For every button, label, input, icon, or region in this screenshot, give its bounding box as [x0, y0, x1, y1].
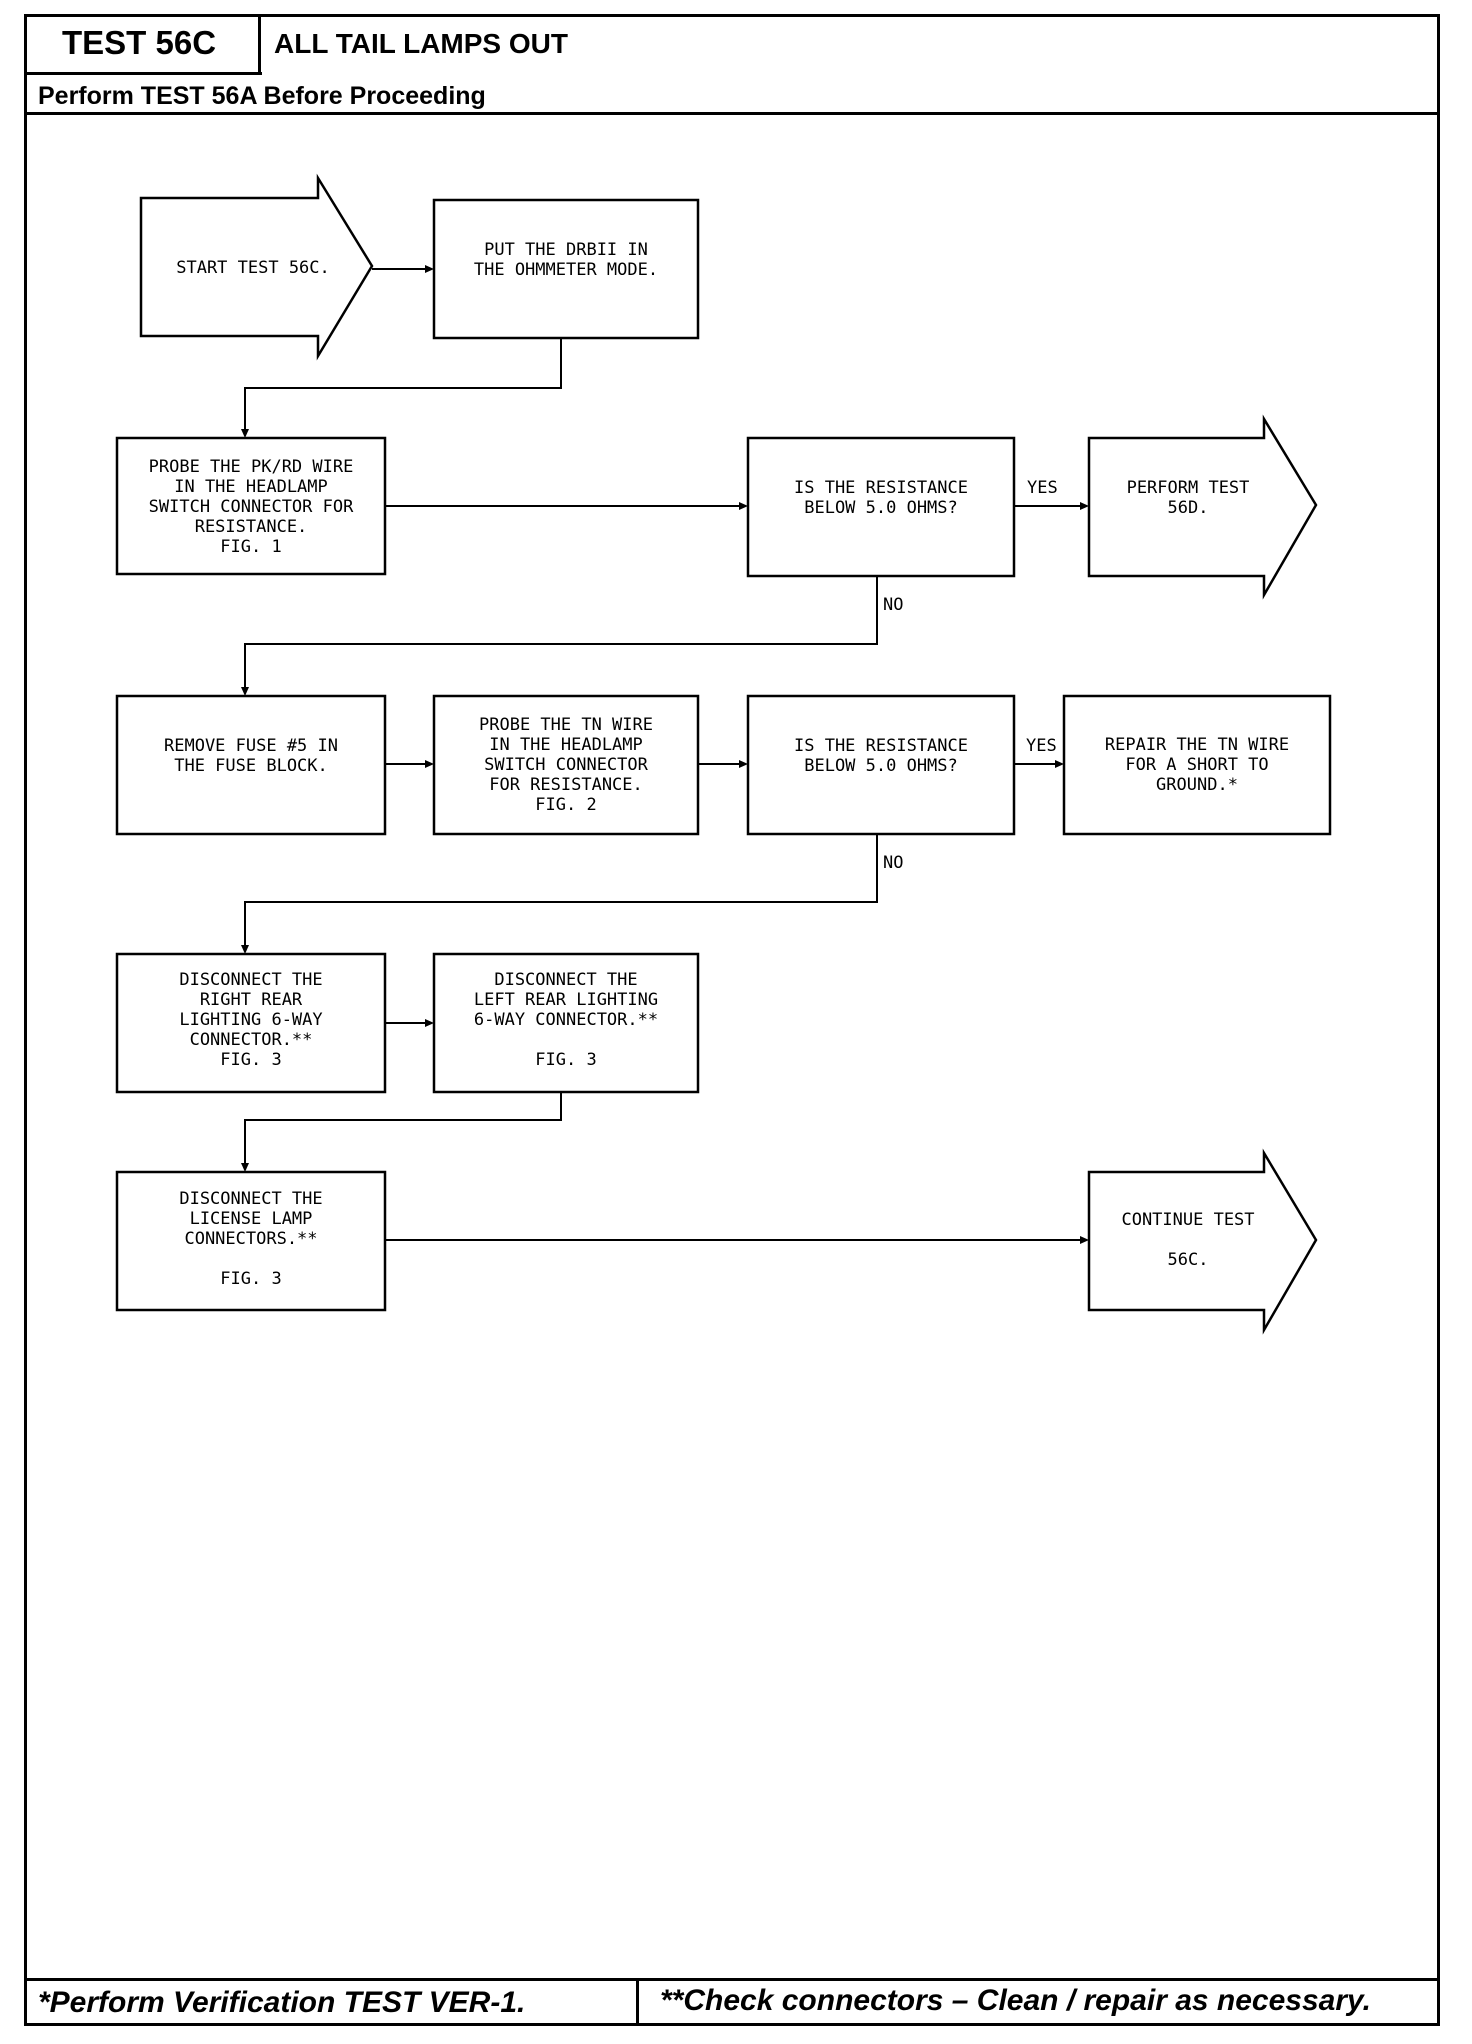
test-id-underline — [24, 72, 262, 75]
ohm-mode-box — [432, 198, 700, 340]
arrowhead-icon — [1080, 502, 1089, 510]
node-text-line: RESISTANCE. — [195, 517, 308, 537]
node-text-line: LICENSE LAMP — [190, 1209, 313, 1229]
node-text-line: 56C. — [1168, 1250, 1209, 1270]
arrowhead-icon — [1055, 760, 1064, 768]
no-label-1: NO — [883, 595, 903, 615]
node-text-line: 6-WAY CONNECTOR.** — [474, 1010, 658, 1030]
node-text-line: CONNECTOR.** — [190, 1030, 313, 1050]
node-text-line: DISCONNECT THE — [179, 970, 322, 990]
node-text-line: SWITCH CONNECTOR — [484, 755, 649, 775]
arrowhead-icon — [241, 945, 249, 954]
arrowhead-icon — [425, 760, 434, 768]
node-text-line: IS THE RESISTANCE — [794, 736, 968, 756]
arrowhead-icon — [425, 1019, 434, 1027]
arrowhead-icon — [425, 265, 434, 273]
no-label-2: NO — [883, 853, 903, 873]
start-arrow-shape — [139, 173, 374, 361]
node-text-line: LEFT REAR LIGHTING — [474, 990, 658, 1010]
question-2-box — [746, 694, 1016, 836]
connector-q1-no — [244, 576, 878, 690]
footer-note-verification: *Perform Verification TEST VER-1. — [38, 1986, 526, 2019]
footer-note-connectors: **Check connectors – Clean / repair as n… — [660, 1984, 1371, 2017]
node-text-line: FIG. 1 — [220, 537, 281, 557]
node-text-line: SWITCH CONNECTOR FOR — [149, 497, 354, 517]
arrowhead-icon — [241, 687, 249, 696]
arrowhead-icon — [739, 502, 748, 510]
connector-left-to-license — [244, 1092, 562, 1166]
disconnect-left-box — [432, 952, 700, 1094]
continue-arrow-shape — [1087, 1148, 1318, 1335]
node-text-line: PROBE THE TN WIRE — [479, 715, 653, 735]
node-text-line: IS THE RESISTANCE — [794, 478, 968, 498]
node-text-line: FIG. 2 — [535, 795, 596, 815]
header-divider — [258, 14, 261, 74]
node-text-line: FOR RESISTANCE. — [489, 775, 643, 795]
yes-label-1: YES — [1027, 478, 1058, 498]
node-text-line: PROBE THE PK/RD WIRE — [149, 457, 354, 477]
node-text-line: PERFORM TEST — [1127, 478, 1250, 498]
test-title: ALL TAIL LAMPS OUT — [274, 28, 568, 59]
disconnect-license-box — [115, 1170, 387, 1312]
header-bottom-rule — [24, 112, 1440, 115]
prerequisite-note: Perform TEST 56A Before Proceeding — [38, 82, 486, 110]
node-text-line: IN THE HEADLAMP — [489, 735, 643, 755]
node-text-line: FOR A SHORT TO — [1125, 755, 1268, 775]
node-text-line: BELOW 5.0 OHMS? — [804, 756, 958, 776]
arrowhead-icon — [241, 1163, 249, 1172]
node-text-line: CONTINUE TEST — [1121, 1210, 1254, 1230]
connector-q2-no — [244, 834, 878, 948]
node-text-line: CONNECTORS.** — [184, 1229, 317, 1249]
node-text-line: 56D. — [1168, 498, 1209, 518]
node-text-line: DISCONNECT THE — [179, 1189, 322, 1209]
node-text-line: FIG. 3 — [220, 1050, 281, 1070]
node-text-line: THE OHMMETER MODE. — [474, 260, 658, 280]
arrowhead-icon — [241, 429, 249, 438]
probe-tn-box — [432, 694, 700, 836]
footer-divider — [636, 1978, 639, 2026]
node-text-line: START TEST 56C. — [176, 258, 330, 278]
connector-ohm-to-probe — [244, 338, 562, 432]
remove-fuse-box — [115, 694, 387, 836]
node-text-line: REMOVE FUSE #5 IN — [164, 736, 338, 756]
question-1-box — [746, 436, 1016, 578]
perform-56d-arrow-shape — [1087, 414, 1318, 600]
yes-label-2: YES — [1026, 736, 1057, 756]
start-text: START TEST 56C. — [176, 258, 330, 278]
repair-tn-box — [1062, 694, 1332, 836]
node-text-line: IN THE HEADLAMP — [174, 477, 328, 497]
node-text-line: PUT THE DRBII IN — [484, 240, 648, 260]
node-text-line: DISCONNECT THE — [494, 970, 637, 990]
arrowhead-icon — [1080, 1236, 1089, 1244]
page-frame — [24, 14, 1440, 2026]
node-text-line: RIGHT REAR — [200, 990, 303, 1010]
continue-text: CONTINUE TEST 56C. — [1121, 1210, 1254, 1270]
footer-top-rule — [24, 1978, 1440, 1981]
arrowhead-icon — [739, 760, 748, 768]
node-text-line: THE FUSE BLOCK. — [174, 756, 328, 776]
test-id: TEST 56C — [62, 24, 217, 61]
node-text-line: GROUND.* — [1156, 775, 1238, 795]
node-text-line: LIGHTING 6-WAY — [179, 1010, 322, 1030]
node-text-line: FIG. 3 — [535, 1050, 596, 1070]
node-text-line: BELOW 5.0 OHMS? — [804, 498, 958, 518]
node-text-line: FIG. 3 — [220, 1269, 281, 1289]
node-text-line: REPAIR THE TN WIRE — [1105, 735, 1289, 755]
